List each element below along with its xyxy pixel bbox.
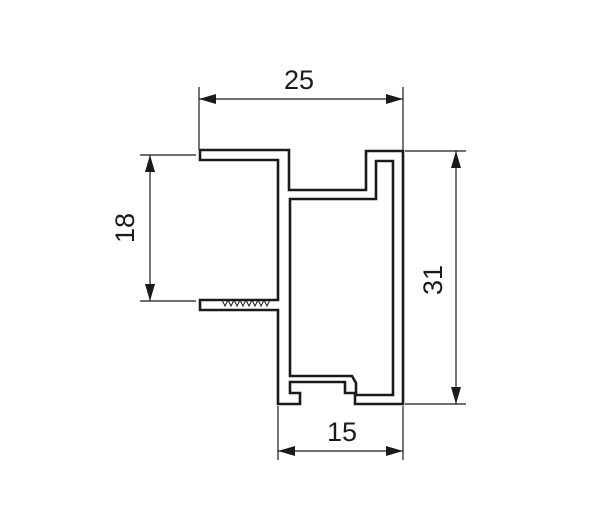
dimension-label-top: 25 [284, 65, 314, 95]
aluminium-profile [198, 148, 405, 406]
dimension-label-right: 31 [418, 265, 448, 295]
dimension-right: 31 [405, 150, 466, 405]
arrow-down [145, 284, 155, 301]
arrow-right [386, 94, 403, 104]
dimension-label-bottom: 15 [327, 417, 357, 447]
dimension-bottom: 15 [277, 406, 404, 460]
arrow-left [278, 446, 295, 456]
profile-teeth [221, 298, 271, 308]
arrow-up [145, 155, 155, 172]
arrow-right [386, 446, 403, 456]
dimension-left: 18 [110, 154, 196, 302]
dimension-label-left: 18 [110, 213, 140, 243]
arrow-down [451, 387, 461, 404]
profile-inner-chamber [288, 159, 395, 397]
arrow-up [451, 151, 461, 168]
arrow-left [199, 94, 216, 104]
dimension-top: 25 [198, 65, 404, 150]
